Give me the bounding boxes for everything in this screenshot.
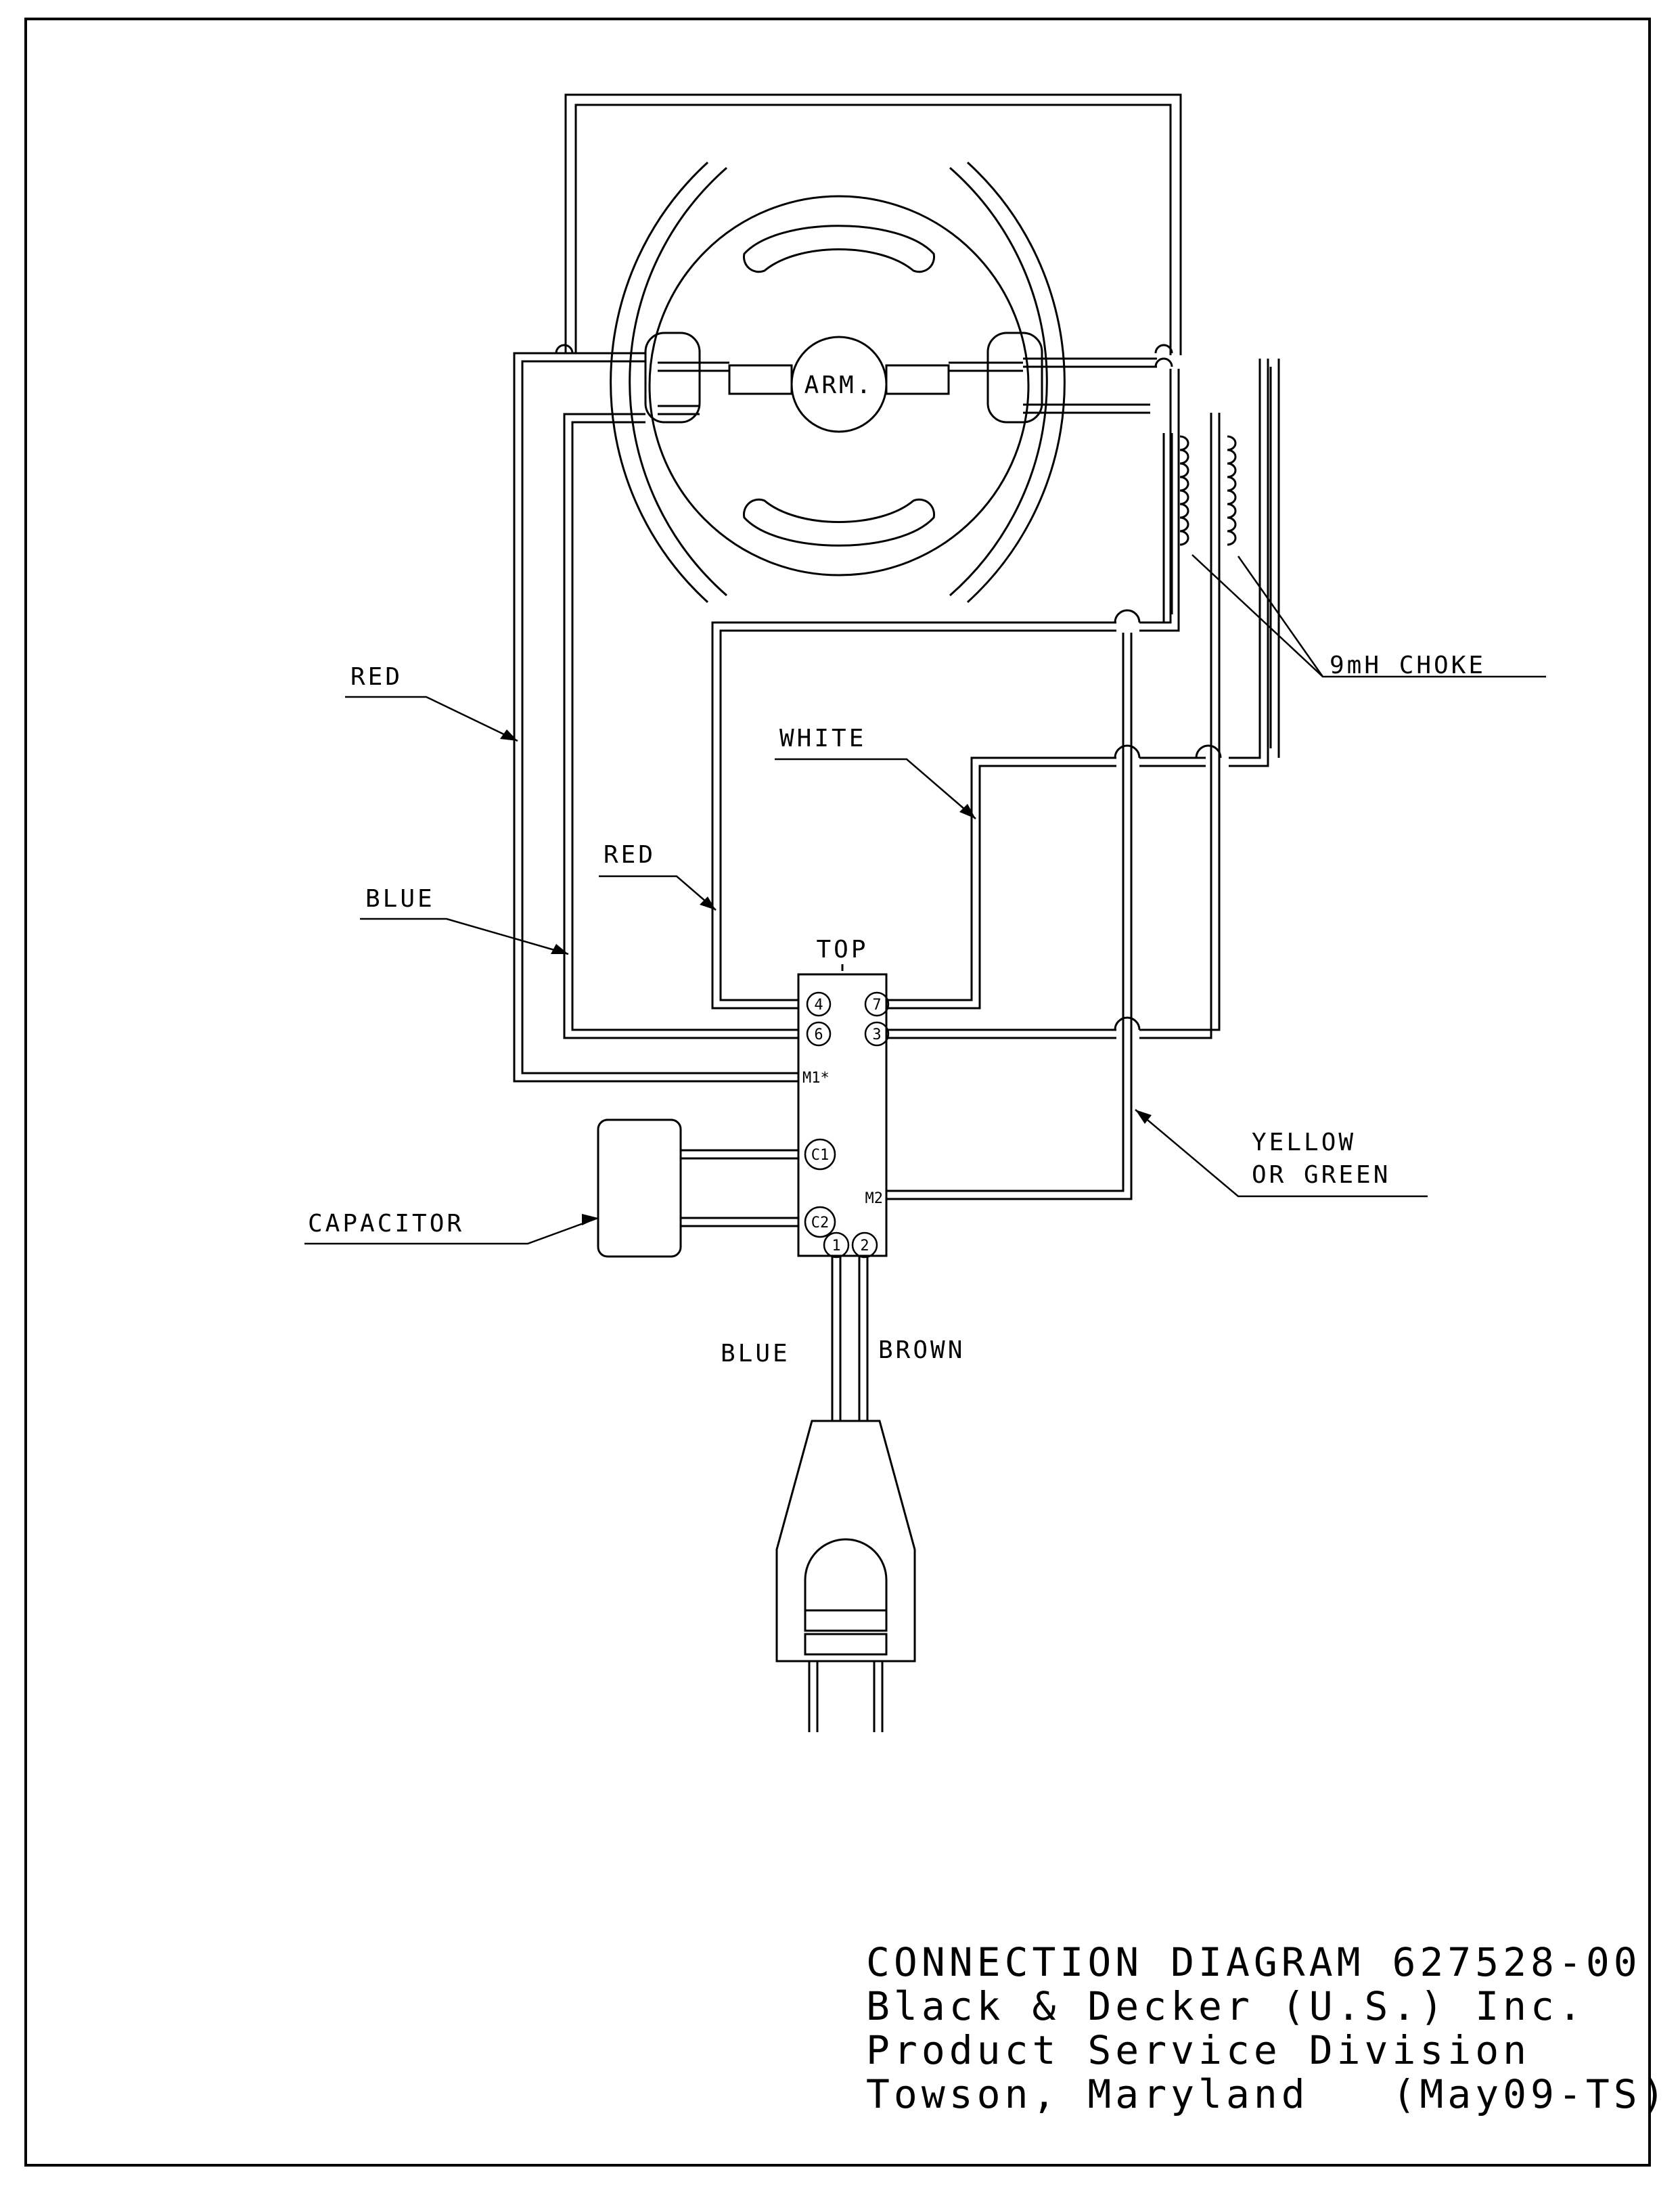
- armature-shaft-left: [728, 364, 793, 395]
- choke-coils: 9mH CHOKE: [1179, 435, 1546, 679]
- svg-text:C2: C2: [811, 1215, 830, 1231]
- plug-prong-right: [873, 1661, 884, 1732]
- armature-label: ARM.: [804, 371, 874, 399]
- title-line-2: Black & Decker (U.S.) Inc.: [866, 1983, 1586, 2029]
- wiring: [513, 344, 1280, 1421]
- label-yellow-line2: OR GREEN: [1252, 1161, 1390, 1189]
- wire-capacitor-c2: [681, 1217, 798, 1227]
- wire-blue-outer: [563, 413, 798, 1039]
- terminal-m1: M1*: [802, 1070, 830, 1087]
- title-line-3: Product Service Division: [866, 2027, 1530, 2073]
- title-block: CONNECTION DIAGRAM 627528-00 Black & Dec…: [866, 1939, 1669, 2117]
- terminal-2: [851, 1231, 878, 1259]
- switch-block: TOP 4 7 6 3 M1* C1 C2 M2 1 2: [797, 936, 890, 1259]
- terminal-3: [864, 1021, 890, 1047]
- terminal-7: [864, 991, 890, 1017]
- stator-ring: [648, 195, 1030, 576]
- svg-text:7: 7: [872, 997, 881, 1014]
- svg-text:1: 1: [832, 1238, 840, 1254]
- label-cord-blue: BLUE: [721, 1340, 790, 1367]
- title-line-4: Towson, Maryland (May09-TS): [866, 2071, 1669, 2117]
- plug-prong-left: [808, 1661, 819, 1732]
- choke-label: 9mH CHOKE: [1330, 652, 1486, 679]
- capacitor: [597, 1118, 682, 1258]
- label-yellow-line1: YELLOW: [1252, 1129, 1356, 1156]
- stator-frame-wire: [564, 93, 1182, 355]
- brush-holder-left: [644, 332, 701, 424]
- wire-red-outer: [513, 352, 798, 1083]
- choke-coil-left: [1179, 435, 1189, 546]
- power-plug: [775, 1420, 916, 1732]
- pole-piece-top: [743, 225, 935, 273]
- terminal-4: [806, 991, 832, 1017]
- pole-piece-bottom: [743, 498, 935, 547]
- page-border: [24, 18, 1651, 2167]
- wire-labels: RED BLUE RED WHITE YELLOW OR GREEN CAPAC…: [304, 663, 1428, 1367]
- choke-coil-right: [1227, 435, 1237, 546]
- svg-text:C1: C1: [811, 1147, 830, 1164]
- armature-shaft-right: [885, 364, 950, 395]
- terminal-m2: M2: [865, 1190, 884, 1207]
- label-red-inner: RED: [604, 841, 656, 869]
- wire-red-inner: [711, 621, 1116, 1010]
- label-cord-brown: BROWN: [878, 1336, 965, 1364]
- wire-terminal-3: [886, 413, 1221, 1039]
- label-blue-outer: BLUE: [365, 885, 435, 913]
- field-arc-left: [629, 166, 727, 597]
- brush-holder-right: [986, 332, 1043, 424]
- label-capacitor: CAPACITOR: [308, 1210, 464, 1238]
- svg-text:6: 6: [814, 1026, 823, 1043]
- field-arc-right: [949, 166, 1048, 597]
- wire-white: [886, 756, 1116, 1001]
- wire-capacitor-c1: [681, 1149, 798, 1160]
- wire-cord-brown: [858, 1256, 869, 1421]
- terminal-c1: [804, 1138, 836, 1171]
- title-line-1: CONNECTION DIAGRAM 627528-00: [866, 1939, 1641, 1985]
- motor: ARM.: [564, 93, 1182, 604]
- wire-cord-blue: [831, 1256, 842, 1421]
- svg-text:3: 3: [872, 1026, 881, 1043]
- svg-text:2: 2: [860, 1238, 869, 1254]
- terminal-1: [823, 1231, 850, 1259]
- terminal-6: [806, 1021, 832, 1047]
- switch-top-label: TOP: [816, 936, 868, 964]
- terminal-c2: [804, 1206, 836, 1238]
- label-red-outer: RED: [350, 663, 403, 691]
- plug-body: [775, 1420, 916, 1662]
- svg-text:4: 4: [814, 997, 823, 1014]
- label-white: WHITE: [779, 725, 866, 752]
